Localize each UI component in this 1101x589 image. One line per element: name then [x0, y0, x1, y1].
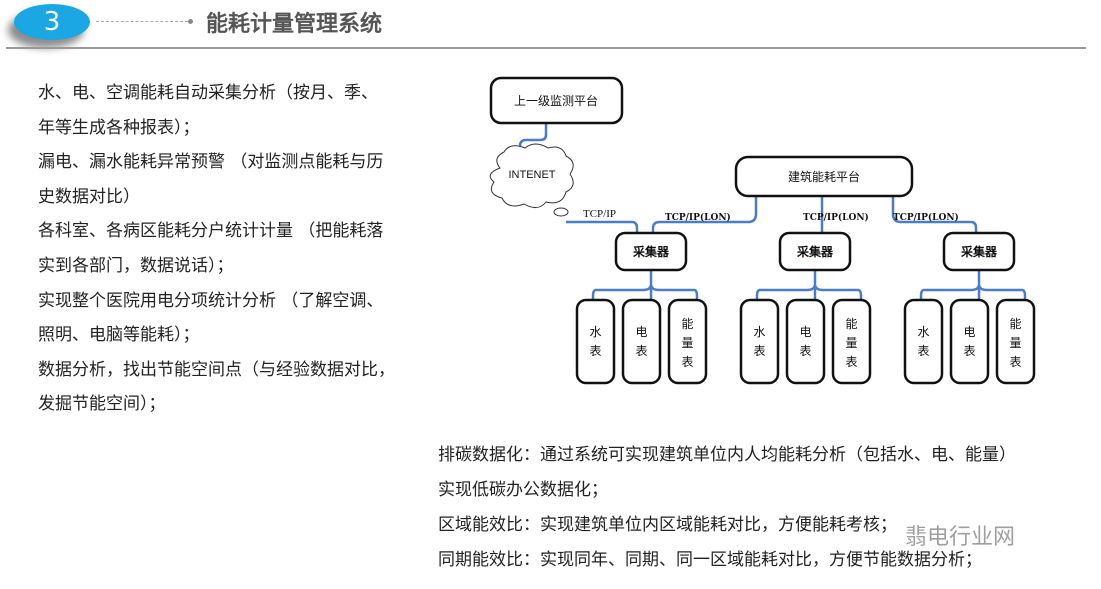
meter-label-char: 电 — [963, 325, 975, 339]
meter-box — [785, 298, 826, 385]
building-platform-box — [734, 155, 914, 198]
meter-box — [949, 298, 990, 385]
collector-box — [778, 231, 852, 272]
header-divider — [6, 47, 1086, 49]
link-label: TCP/IP(LON) — [803, 212, 869, 223]
text-line: 同期能效比：实现同年、同期、同一区域能耗对比，方便节能数据分析； — [438, 550, 982, 570]
text-line: 各科室、各病区能耗分户统计计量 （把能耗落 — [38, 221, 384, 242]
meter-label-char: 量 — [845, 336, 857, 350]
upper-platform-label: 上一级监测平台 — [514, 93, 598, 108]
meter-label-char: 电 — [799, 325, 811, 339]
page-title: 能耗计量管理系统 — [206, 12, 383, 37]
collector-label: 采集器 — [632, 244, 670, 259]
link-upper-internet — [518, 123, 548, 152]
meter-label-char: 表 — [799, 344, 811, 358]
text-line: 排碳数据化：通过系统可实现建筑单位内人均能耗分析（包括水、电、能量） — [438, 445, 1016, 465]
meter-label-char: 表 — [1009, 355, 1021, 369]
link-collector-meters — [919, 270, 1027, 300]
text-line: 史数据对比） — [38, 186, 140, 207]
meter-label-char: 量 — [681, 336, 693, 350]
text-line: 照明、电脑等能耗）； — [38, 325, 200, 346]
collector-box — [942, 231, 1016, 272]
meter-label-char: 表 — [917, 344, 929, 358]
section-number-badge: 3 — [14, 4, 90, 40]
meter-label-char: 量 — [1009, 336, 1021, 350]
text-line: 区域能效比：实现建筑单位内区域能耗对比，方便能耗考核； — [438, 515, 897, 535]
meter-label-char: 表 — [753, 344, 765, 358]
link-collector-meters — [755, 270, 863, 300]
building-platform-label: 建筑能耗平台 — [788, 169, 860, 184]
link-label: TCP/IP(LON) — [893, 212, 959, 223]
meter-label-char: 表 — [589, 344, 601, 358]
meter-box — [575, 298, 616, 385]
meter-box — [667, 298, 708, 385]
text-line: 年等生成各种报表）； — [38, 117, 200, 138]
link-platform-collector-3 — [891, 196, 978, 233]
text-line: 发掘节能空间）； — [38, 394, 166, 415]
text-line: 实现低碳办公数据化； — [438, 480, 608, 500]
meter-label-char: 电 — [635, 325, 647, 339]
internet-label: INTENET — [508, 169, 555, 181]
tcp-ip-label: TCP/IP — [583, 208, 616, 220]
text-line: 漏电、漏水能耗异常预警 （对监测点能耗与历 — [38, 152, 384, 173]
cloud-bubble — [553, 207, 569, 217]
meter-label-char: 水 — [753, 325, 765, 339]
benefits-list: 排碳数据化：通过系统可实现建筑单位内人均能耗分析（包括水、电、能量） 实现低碳办… — [438, 438, 1016, 578]
meter-box — [903, 298, 944, 385]
meter-label-char: 表 — [681, 355, 693, 369]
link-internet-collector — [566, 220, 639, 233]
meter-label-char: 能 — [845, 317, 857, 331]
text-line: 数据分析，找出节能空间点（与经验数据对比， — [38, 359, 395, 380]
text-line: 实现整个医院用电分项统计分析 （了解空调、 — [38, 290, 384, 311]
link-collector-meters — [591, 270, 699, 300]
meter-box — [831, 298, 872, 385]
connector-dot — [188, 19, 193, 24]
meter-box — [621, 298, 662, 385]
collector-label: 采集器 — [796, 244, 834, 259]
meter-label-char: 表 — [963, 344, 975, 358]
upper-platform-box — [489, 76, 624, 125]
internet-cloud-icon — [489, 143, 574, 208]
link-platform-collector-1 — [651, 196, 758, 233]
meter-label-char: 能 — [681, 317, 693, 331]
collector-box — [614, 231, 688, 272]
meter-label-char: 水 — [917, 325, 929, 339]
meter-box — [995, 298, 1036, 385]
meter-label-char: 表 — [845, 355, 857, 369]
collector-label: 采集器 — [960, 244, 998, 259]
feature-list: 水、电、空调能耗自动采集分析（按月、季、 年等生成各种报表）； 漏电、漏水能耗异… — [38, 76, 395, 422]
meter-label-char: 水 — [589, 325, 601, 339]
dotted-connector — [96, 21, 188, 22]
watermark: 翡电行业网 — [905, 525, 1016, 550]
meter-label-char: 能 — [1009, 317, 1021, 331]
text-line: 实到各部门，数据说话）； — [38, 255, 234, 276]
link-label: TCP/IP(LON) — [665, 212, 731, 223]
meter-label-char: 表 — [635, 344, 647, 358]
meter-box — [739, 298, 780, 385]
text-line: 水、电、空调能耗自动采集分析（按月、季、 — [38, 83, 378, 103]
